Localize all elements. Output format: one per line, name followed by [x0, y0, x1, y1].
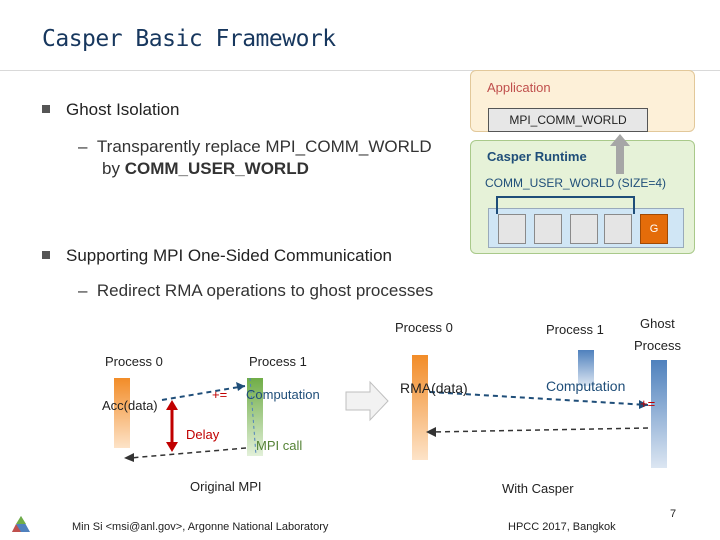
dash-icon: –: [78, 137, 97, 156]
bullet-one-sided: Supporting MPI One-Sided Communication: [42, 246, 392, 266]
up-arrow-icon: [610, 134, 630, 174]
bullet-label: Supporting MPI One-Sided Communication: [66, 246, 392, 265]
orig-delay-label: Delay: [186, 427, 220, 442]
dash-icon: –: [78, 281, 97, 300]
comm-user-world-bracket: [496, 196, 635, 214]
orig-plus-eq: +=: [212, 387, 228, 402]
casper-process0-bar: [412, 355, 428, 460]
ghost-process-bar: [651, 360, 667, 468]
user-process-cell: [604, 214, 632, 244]
user-process-cell: [498, 214, 526, 244]
right-arrow-icon: [345, 380, 389, 422]
title-divider: [0, 70, 720, 71]
casper-plus-eq: +=: [640, 396, 656, 411]
user-process-cell: [570, 214, 598, 244]
orig-process1-bar: [247, 378, 263, 456]
ghost-process-label-line1: Ghost: [640, 316, 675, 331]
bullet-ghost-isolation: Ghost Isolation: [42, 100, 179, 120]
argonne-logo-icon: [12, 516, 30, 532]
bullet-label: Ghost Isolation: [66, 100, 180, 119]
orig-computation-label: Computation: [246, 387, 320, 402]
footer-venue: HPCC 2017, Bangkok: [508, 521, 616, 533]
casper-process1-label: Process 1: [546, 322, 604, 337]
orig-process1-label: Process 1: [249, 354, 307, 369]
orig-mpi-call-label: MPI call: [256, 438, 303, 453]
casper-computation-label: Computation: [546, 378, 626, 394]
bullet-square-icon: [42, 251, 50, 259]
footer-author: Min Si <msi@anl.gov>, Argonne National L…: [72, 521, 329, 533]
application-label: Application: [487, 80, 551, 95]
slide-title: Casper Basic Framework: [42, 26, 336, 52]
original-mpi-caption: Original MPI: [190, 479, 262, 494]
orig-process0-label: Process 0: [105, 354, 163, 369]
casper-runtime-label: Casper Runtime: [487, 149, 587, 164]
sub-line2-prefix: by: [102, 159, 125, 178]
casper-process1-bar: [578, 350, 594, 386]
casper-rma-label: RMA(data): [400, 380, 468, 396]
with-casper-caption: With Casper: [502, 481, 574, 496]
orig-process0-bar: [114, 378, 130, 448]
comm-user-world-label: COMM_USER_WORLD (SIZE=4): [485, 176, 667, 190]
orig-acc-label: Acc(data): [102, 398, 158, 413]
ghost-process-cell: G: [640, 214, 668, 244]
sub-line2-bold: COMM_USER_WORLD: [124, 159, 309, 178]
mpi-comm-world-box: MPI_COMM_WORLD: [488, 108, 648, 132]
sub-bullet-replace: – Transparently replace MPI_COMM_WORLD b…: [78, 136, 432, 180]
sub-bullet-redirect: – Redirect RMA operations to ghost proce…: [78, 280, 433, 302]
casper-process0-label: Process 0: [395, 320, 453, 335]
sub-line1: Redirect RMA operations to ghost process…: [96, 281, 434, 300]
user-process-cell: [534, 214, 562, 244]
bullet-square-icon: [42, 105, 50, 113]
ghost-process-label-line2: Process: [634, 338, 681, 353]
page-number: 7: [670, 508, 677, 520]
sub-line1: Transparently replace MPI_COMM_WORLD: [96, 137, 432, 156]
